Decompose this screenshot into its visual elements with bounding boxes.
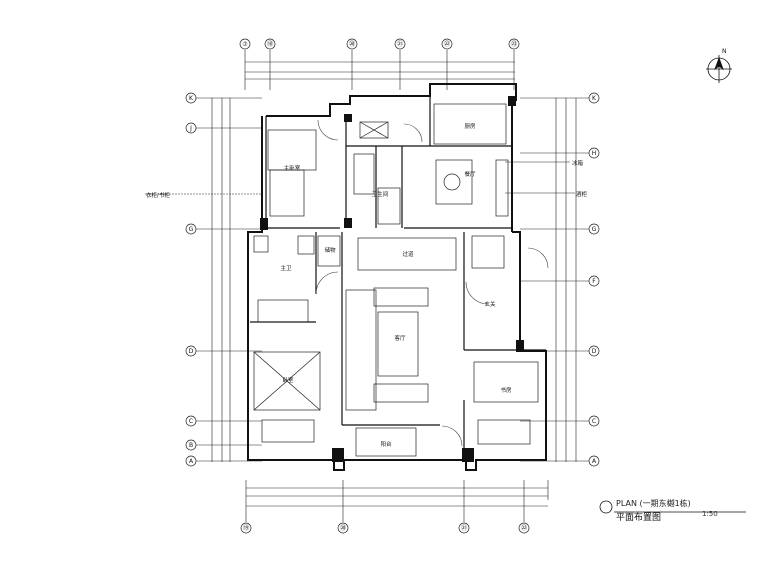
grid-label-top-1: ⑦ [242,41,248,48]
grid-label-left-c: C [189,418,193,425]
right-dimension-lines [505,97,590,462]
grid-label-top-3: ⑳ [349,40,355,48]
room-labels: 主卧室 厨房 餐厅 卫生间 主卫 过道 储物 客厅 卧室 书房 阳台 玄关 [280,122,512,448]
bottom-grid-labels: ⑲ ⑳ ㉑ ㉒ [243,524,527,532]
room-label-master-bedroom-top: 主卧室 [284,164,301,172]
grid-label-top-5: ㉒ [444,40,450,48]
room-label-study: 书房 [500,386,512,394]
grid-label-top-4: ㉑ [397,40,403,48]
room-label-storage: 储物 [324,246,336,254]
interior-walls [250,96,546,460]
top-grid-labels: ⑦ ⑱ ⑳ ㉑ ㉒ ㉓ [242,40,517,48]
grid-label-left-b: B [189,442,193,449]
annotation-right-1: 冰箱 [572,159,584,167]
room-label-bedroom-2: 卧室 [282,376,294,384]
room-label-bath-2: 主卫 [280,264,292,272]
grid-label-top-2: ⑱ [267,40,273,48]
title-symbol [599,500,746,514]
grid-label-bottom-4: ㉒ [521,524,527,532]
right-grid-bubbles [588,92,600,467]
room-label-entry: 玄关 [484,300,496,308]
annotation-left: 衣柜/书柜 [146,191,170,199]
title-cn-sub: (一期东樾1栋) [639,499,691,508]
top-grid-bubbles [239,38,520,50]
grid-label-bottom-2: ⑳ [340,524,346,532]
annotation-right-2: 酒柜 [576,190,588,198]
bottom-grid-bubbles [240,522,530,534]
furniture-outlines [253,103,539,457]
grid-label-right-a: A [592,458,597,465]
top-dimension-lines [244,50,515,90]
north-arrow-icon: N [706,48,732,83]
room-label-corridor: 过道 [402,250,414,258]
grid-label-bottom-1: ⑲ [243,524,249,532]
room-label-bath-1: 卫生间 [372,190,389,198]
drawing-title: 平面布置图 [616,513,662,523]
room-label-kitchen: 厨房 [464,122,476,130]
grid-label-right-k: K [592,95,597,102]
title-en: PLAN [616,499,637,508]
room-label-living: 客厅 [394,334,406,342]
grid-label-right-f: F [592,278,596,285]
left-dimension-lines [145,97,262,462]
title-subtitle: PLAN (一期东樾1栋) [616,498,691,509]
bottom-dimension-lines [245,480,549,522]
grid-label-left-a: A [189,458,194,465]
room-label-balcony: 阳台 [380,440,392,448]
drawing-title-block: PLAN (一期东樾1栋) 平面布置图 1:50 [598,496,748,530]
room-label-dining: 餐厅 [464,170,476,178]
grid-label-left-j: J [189,125,192,132]
right-grid-labels: K H G F D C A [592,95,597,465]
door-swings [315,119,549,447]
svg-text:N: N [722,48,727,55]
left-grid-labels: K J G D C B A [189,95,194,465]
grid-label-right-g: G [592,226,597,233]
grid-label-left-d: D [189,348,194,355]
side-annotations: 衣柜/书柜 冰箱 酒柜 [146,159,588,199]
grid-label-right-d: D [592,348,597,355]
grid-label-left-k: K [189,95,194,102]
grid-label-left-g: G [189,226,194,233]
grid-label-bottom-3: ㉑ [461,524,467,532]
drawing-scale: 1:50 [702,510,718,518]
grid-label-top-6: ㉓ [511,40,517,48]
wall-columns [260,96,524,462]
exterior-walls [247,83,547,471]
left-grid-bubbles [185,92,197,467]
grid-label-right-c: C [592,418,596,425]
grid-label-right-h: H [592,150,597,157]
